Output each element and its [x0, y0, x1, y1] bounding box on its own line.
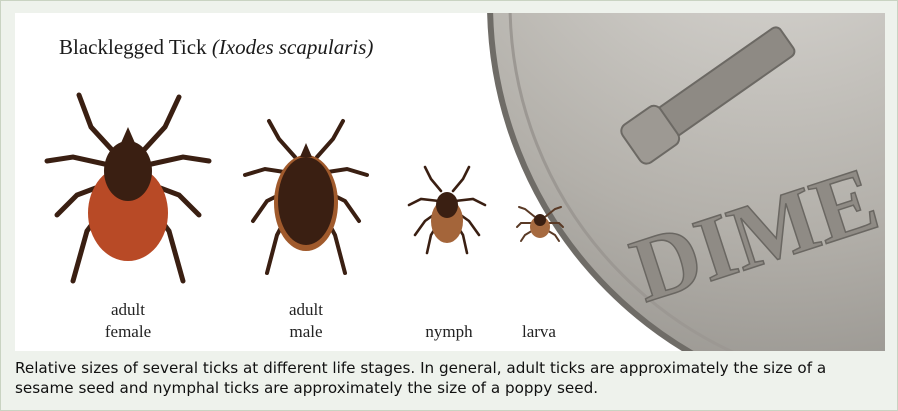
label-nymph: nymph: [409, 321, 489, 343]
label-larva: larva: [499, 321, 579, 343]
label-nymph-line1: nymph: [409, 321, 489, 343]
label-adult-male-line1: adult: [261, 299, 351, 321]
label-adult-female: adult female: [83, 299, 173, 343]
title-scientific-name: (Ixodes scapularis): [212, 35, 374, 59]
adult-male-tick: [241, 117, 371, 277]
figure-title: Blacklegged Tick (Ixodes scapularis): [59, 35, 373, 60]
larva-tick: [515, 203, 565, 243]
title-common-name: Blacklegged Tick: [59, 35, 207, 59]
label-adult-female-line1: adult: [83, 299, 173, 321]
adult-female-tick: [43, 91, 213, 291]
label-larva-line1: larva: [499, 321, 579, 343]
tick-size-figure: DIME Blacklegged Tick (Ixodes scapularis…: [15, 13, 885, 351]
nymph-tick: [407, 165, 487, 257]
label-adult-male: adult male: [261, 299, 351, 343]
figure-caption: Relative sizes of several ticks at diffe…: [15, 358, 887, 398]
label-adult-female-line2: female: [83, 321, 173, 343]
label-adult-male-line2: male: [261, 321, 351, 343]
